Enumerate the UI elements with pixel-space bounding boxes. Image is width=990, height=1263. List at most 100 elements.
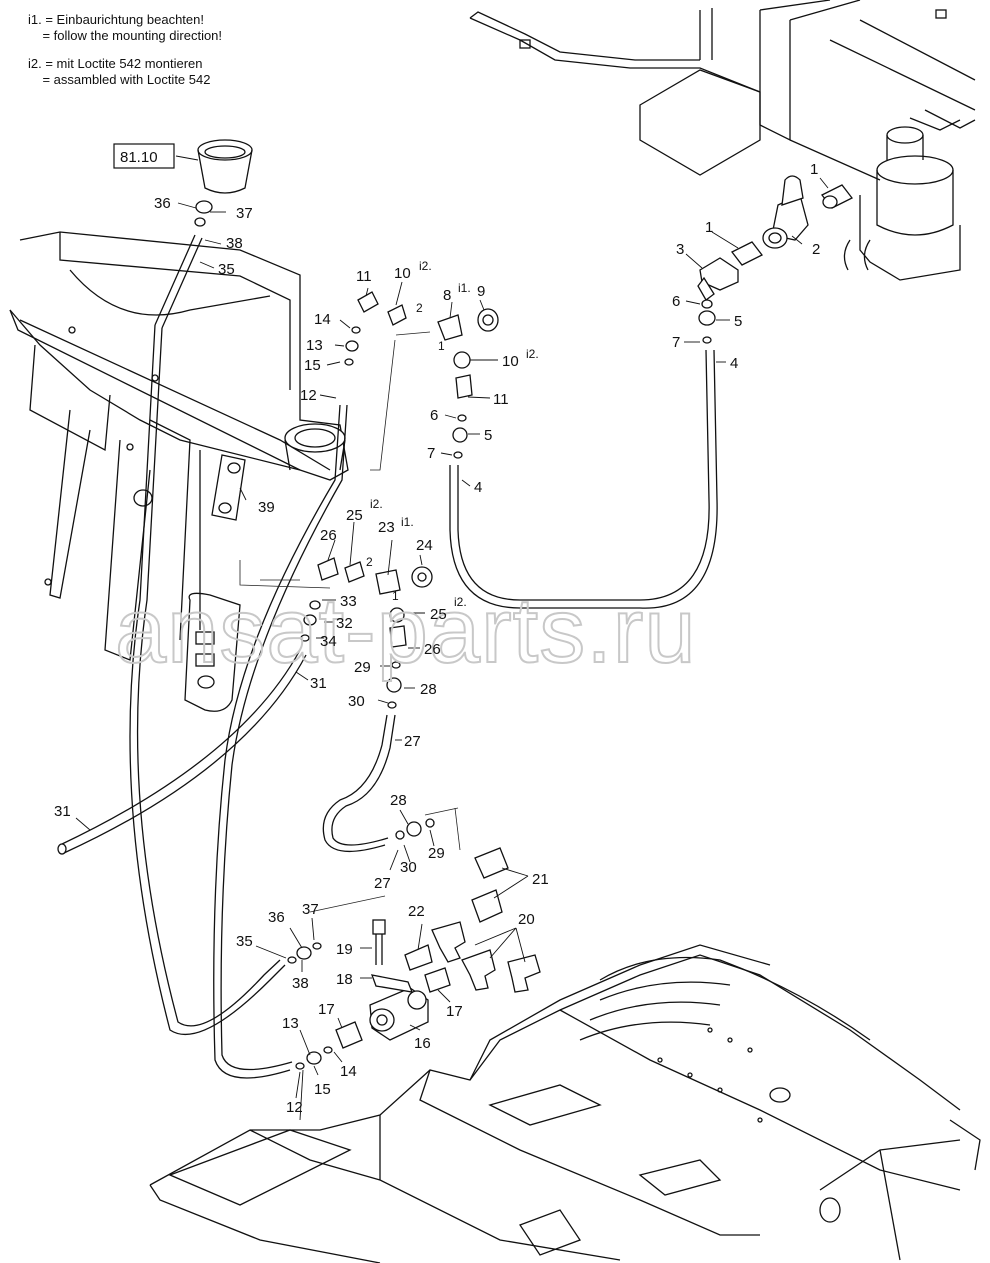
label-20: 20 xyxy=(518,911,535,928)
label-2: 2 xyxy=(812,241,820,258)
fitting-nipple-1a xyxy=(731,241,763,266)
label-19: 19 xyxy=(336,941,353,958)
part-labels: 36 37 38 35 11 10 i2. 8 i1. 9 2 1 14 13 … xyxy=(54,161,820,1116)
hose-35-long xyxy=(129,324,286,1036)
label-25b: 25 xyxy=(430,606,447,623)
label-11: 11 xyxy=(356,268,372,285)
notes-block: i1. = Einbaurichtung beachten! = follow … xyxy=(28,12,222,88)
label-30b: 30 xyxy=(400,859,417,876)
watermark: ansat-parts.ru xyxy=(115,580,697,682)
label-14b: 14 xyxy=(340,1063,357,1080)
fitting-17 xyxy=(335,967,451,1049)
fittings-13-15-low xyxy=(295,1046,333,1070)
leader-lines xyxy=(75,155,829,1121)
bolt-19 xyxy=(372,919,386,965)
label-35: 35 xyxy=(218,261,235,278)
frame-bracket-top xyxy=(469,0,976,181)
label-32: 32 xyxy=(336,615,353,632)
label-3: 3 xyxy=(676,241,684,258)
plate-39 xyxy=(184,454,246,712)
hose-35-top xyxy=(154,234,203,329)
label-4: 4 xyxy=(474,479,482,496)
pos-2b: 2 xyxy=(366,555,373,569)
label-12: 12 xyxy=(300,387,317,404)
label-28b: 28 xyxy=(390,792,407,809)
label-7b: 7 xyxy=(672,334,680,351)
label-4b: 4 xyxy=(730,355,738,372)
label-38b: 38 xyxy=(292,975,309,992)
label-28: 28 xyxy=(420,681,437,698)
label-36b: 36 xyxy=(268,909,285,926)
fittings-28-30 xyxy=(395,818,435,840)
label-38: 38 xyxy=(226,235,243,252)
label-21: 21 xyxy=(532,871,549,888)
label-33: 33 xyxy=(340,593,357,610)
label-14: 14 xyxy=(314,311,331,328)
label-10: 10 xyxy=(394,265,411,282)
label-27b: 27 xyxy=(374,875,391,892)
label-17b: 17 xyxy=(446,1003,463,1020)
label-23: 23 xyxy=(378,519,395,536)
hose-4-right xyxy=(449,299,718,609)
note-i1-de: i1. = Einbaurichtung beachten! xyxy=(28,12,204,27)
flag-i2b: i2. xyxy=(526,347,539,361)
label-29: 29 xyxy=(354,659,371,676)
hose-31 xyxy=(57,649,307,855)
label-5b: 5 xyxy=(734,313,742,330)
label-11b: 11 xyxy=(493,391,509,408)
flag-i2: i2. xyxy=(419,259,432,273)
label-13b: 13 xyxy=(282,1015,299,1032)
label-1: 1 xyxy=(705,219,713,236)
label-1-top: 1 xyxy=(810,161,818,178)
label-31: 31 xyxy=(310,675,327,692)
label-8: 8 xyxy=(443,287,451,304)
valve-2 xyxy=(762,175,809,249)
fitting-nipple-1b xyxy=(821,184,853,209)
fittings-36-38-low xyxy=(287,942,322,964)
label-37: 37 xyxy=(236,205,253,222)
fittings-8-11 xyxy=(357,291,499,459)
label-7: 7 xyxy=(427,445,435,462)
machine-body-bottom xyxy=(149,944,981,1263)
label-6: 6 xyxy=(430,407,438,424)
hose-12-long xyxy=(213,404,348,1079)
note-i2-de: i2. = mit Loctite 542 montieren xyxy=(28,56,203,71)
label-26: 26 xyxy=(320,527,337,544)
label-12b: 12 xyxy=(286,1099,303,1116)
flag-i2d: i2. xyxy=(454,595,467,609)
pos-1b: 1 xyxy=(392,589,399,603)
fittings-12-15-top xyxy=(344,326,361,366)
label-24: 24 xyxy=(416,537,433,554)
fitting-elbow-3 xyxy=(697,257,739,301)
label-39: 39 xyxy=(258,499,275,516)
label-17: 17 xyxy=(318,1001,335,1018)
label-6b: 6 xyxy=(672,293,680,310)
pos-2: 2 xyxy=(416,301,423,315)
label-35b: 35 xyxy=(236,933,253,950)
label-26b: 26 xyxy=(424,641,441,658)
fittings-23-34 xyxy=(300,557,433,709)
label-5: 5 xyxy=(484,427,492,444)
label-27: 27 xyxy=(404,733,421,750)
label-18: 18 xyxy=(336,971,353,988)
reference-box-label: 81.10 xyxy=(120,149,158,166)
flag-i1b: i1. xyxy=(401,515,414,529)
label-34: 34 xyxy=(320,633,337,650)
label-30: 30 xyxy=(348,693,365,710)
label-31b: 31 xyxy=(54,803,71,820)
label-15b: 15 xyxy=(314,1081,331,1098)
filler-cap-81-10 xyxy=(194,139,253,227)
label-22: 22 xyxy=(408,903,425,920)
label-29b: 29 xyxy=(428,845,445,862)
block-16 xyxy=(369,987,429,1041)
hose-27 xyxy=(322,714,396,853)
label-36: 36 xyxy=(154,195,171,212)
flag-i2c: i2. xyxy=(370,497,383,511)
label-25: 25 xyxy=(346,507,363,524)
note-i2-en: = assambled with Loctite 542 xyxy=(28,72,211,87)
label-10b: 10 xyxy=(502,353,519,370)
label-37b: 37 xyxy=(302,901,319,918)
spacer-18 xyxy=(370,974,414,993)
tank-console xyxy=(9,231,349,661)
